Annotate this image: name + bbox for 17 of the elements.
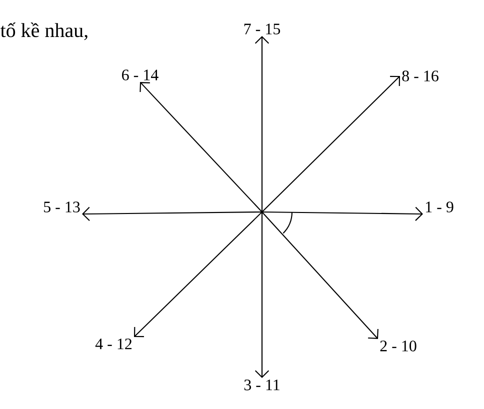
- arrow: [262, 76, 400, 212]
- direction-label: 7 - 15: [244, 24, 280, 34]
- direction-label: 3 - 11: [244, 380, 280, 390]
- direction-label: 5 - 13: [44, 202, 80, 212]
- arrow: [254, 36, 270, 212]
- direction-label: 8 - 16: [402, 70, 438, 82]
- sentence-fragment: tố kề nhau,: [0, 22, 88, 40]
- direction-label: 4 - 12: [95, 338, 132, 350]
- arrow: [262, 206, 423, 221]
- direction-label: 6 - 14: [122, 70, 158, 80]
- direction-label: 1 - 9: [426, 202, 454, 212]
- arrow: [82, 206, 262, 221]
- arrow: [262, 212, 378, 339]
- arrow: [140, 82, 262, 212]
- arrow: [254, 212, 270, 378]
- direction-label: 2 - 10: [380, 340, 416, 352]
- arrow: [134, 212, 262, 338]
